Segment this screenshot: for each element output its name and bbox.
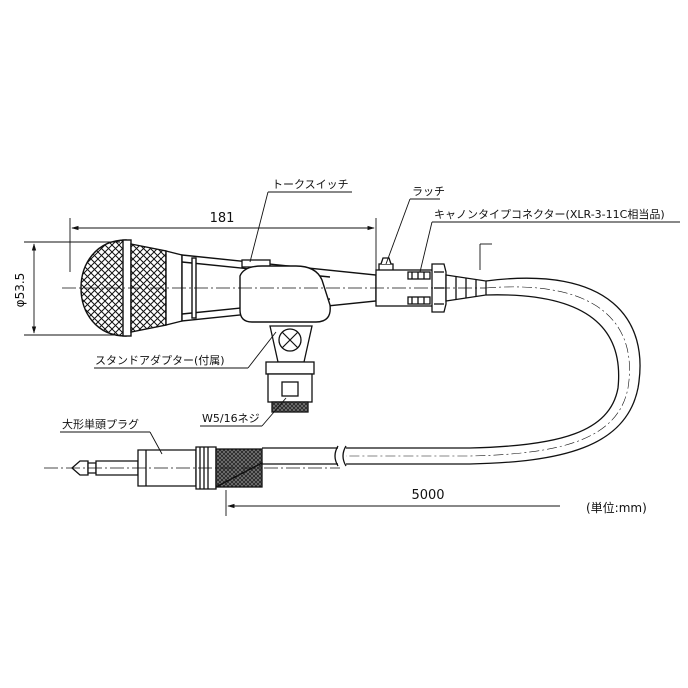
length-value: 181 — [210, 211, 235, 226]
diameter-dimension — [24, 241, 120, 336]
diameter-value: φ53.5 — [13, 273, 27, 308]
cable-length-dimension — [225, 243, 560, 516]
stand-adapter — [265, 325, 315, 413]
talk-switch-label: トークスイッチ — [272, 178, 349, 191]
connector-label: キャノンタイプコネクター(XLR-3-11C相当品) — [434, 207, 665, 221]
latch-label: ラッチ — [412, 185, 445, 198]
stand-adapter-label: スタンドアダプター(付属) — [95, 353, 225, 367]
leader-lines — [60, 191, 680, 455]
microphone-head — [80, 239, 167, 337]
cable — [262, 277, 641, 465]
stand-adapter-clamp — [239, 265, 331, 323]
cable-length-value: 5000 — [411, 488, 444, 503]
screw-label: W5/16ネジ — [202, 412, 260, 425]
cable-break — [334, 445, 347, 467]
length-dimension — [69, 218, 377, 272]
plug-label: 大形単頭プラグ — [62, 417, 139, 431]
unit-label: (単位:mm) — [586, 500, 647, 515]
